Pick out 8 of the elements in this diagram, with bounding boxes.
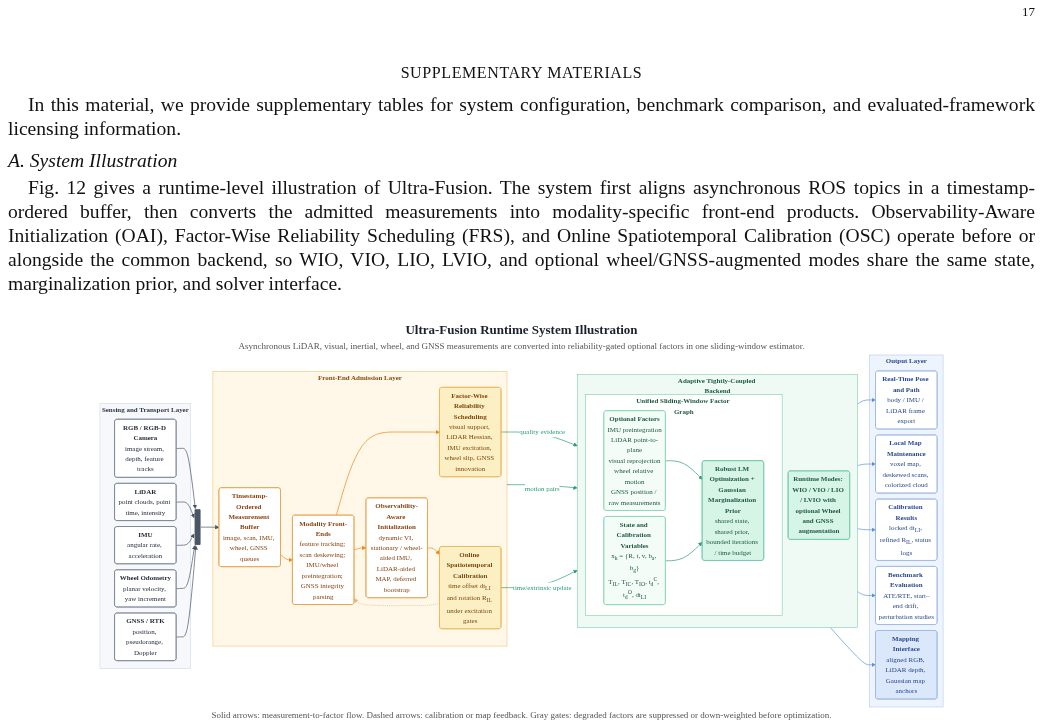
figure-caption: Solid arrows: measurement-to-factor flow. Dashed arrows: calibration or map feedback. Gray gates: degraded factors are suppressed or down-weighted before optimization. bbox=[210, 710, 833, 720]
paragraph: Fig. 12 gives a runtime-level illustration of Ultra-Fusion. The system first aligns asynchronous ROS topics in a timestamp-ordered buffer, then converts the admitted measurements into modality-specific front-end products. Observability-Aware Initialization (OAI), Factor-Wise Reliability Scheduling (FRS), and Online Spatiotemporal Calibration (OSC) operate before or alongside the common backend, so WIO, VIO, LIO, LVIO, and optional wheel/GNSS-augmented modes share the same state, marginalization prior, and solver interface. bbox=[8, 176, 1035, 296]
subsection-heading: A. System Illustration bbox=[8, 150, 178, 172]
figure-title: Ultra-Fusion Runtime System Illustration bbox=[404, 322, 639, 338]
figure-subtitle: Asynchronous LiDAR, visual, inertial, wheel, and GNSS measurements are converted into reliability-gated optional factors in one sliding-window estimator. bbox=[237, 341, 806, 351]
section-heading: SUPPLEMENTARY MATERIALS bbox=[399, 64, 644, 82]
paragraph: In this material, we provide supplementary tables for system configuration, benchmark comparison, and evaluated-framework licensing information. bbox=[8, 93, 1035, 141]
page-number: 17 bbox=[1022, 4, 1035, 20]
